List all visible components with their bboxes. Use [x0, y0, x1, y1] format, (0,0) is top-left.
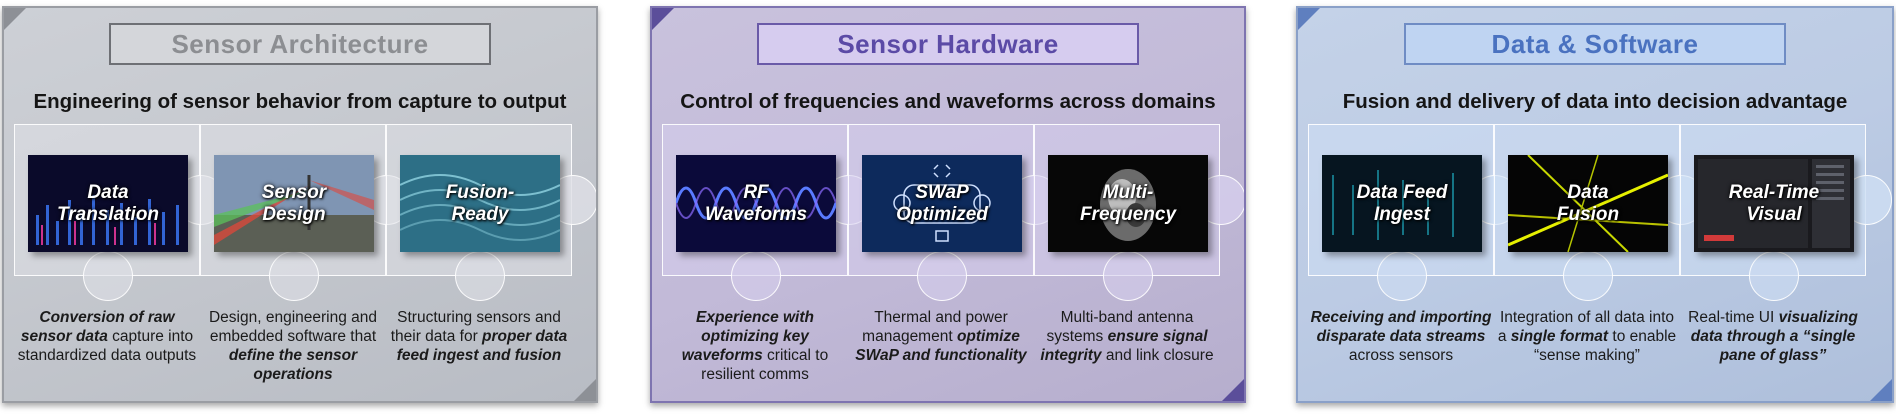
item-description: Thermal and power management optimize SW… — [848, 308, 1034, 365]
description-segment: Design, engineering and embedded softwar… — [208, 309, 378, 345]
corner-accent — [652, 8, 674, 30]
fusion-ready-image — [400, 155, 560, 252]
swap-optimized-image — [862, 155, 1022, 252]
rf-waveforms-image — [676, 155, 836, 252]
item-description: Receiving and importing disparate data s… — [1308, 308, 1494, 365]
puzzle-piece: SWaP Optimized — [848, 124, 1060, 301]
multi-frequency-image — [1048, 155, 1208, 252]
tile-label: RF Waveforms — [704, 181, 808, 225]
corner-accent — [1298, 8, 1320, 30]
puzzle-piece: RF Waveforms — [662, 124, 874, 301]
description-segment: Conversion of raw sensor data — [20, 309, 175, 345]
description-segment: across sensors — [1348, 347, 1454, 364]
tile-label: Data Fusion — [1556, 181, 1620, 225]
tile-label: Data Feed Ingest — [1356, 181, 1448, 225]
description-segment: single format — [1510, 328, 1609, 345]
description-segment: ensure signal integrity — [1040, 328, 1208, 364]
puzzle-row: RF Waveforms SWaP Optimized — [662, 124, 1244, 301]
panel-sensor-hardware: Sensor Hardware Control of frequencies a… — [650, 6, 1246, 403]
puzzle-piece: Fusion- Ready — [386, 124, 596, 301]
corner-accent — [574, 379, 596, 401]
panel-sensor-architecture: Sensor Architecture Engineering of senso… — [2, 6, 598, 403]
panel-title: Sensor Architecture — [109, 23, 491, 65]
panel-data-software: Data & Software Fusion and delivery of d… — [1296, 6, 1894, 403]
real-time-visual-image — [1694, 155, 1854, 252]
tile-label: SWaP Optimized — [896, 181, 988, 225]
corner-accent — [1222, 379, 1244, 401]
multi-frequency-tile: Multi- Frequency — [1048, 155, 1208, 252]
data-fusion-image — [1508, 155, 1668, 252]
tile-label: Data Translation — [56, 181, 160, 225]
description-segment: Real-time UI — [1688, 309, 1779, 326]
description-segment: Multi-band antenna systems — [1046, 309, 1194, 345]
swap-optimized-tile: SWaP Optimized — [862, 155, 1022, 252]
description-segment: Integration of all data into a — [1497, 309, 1675, 345]
tile-label: Sensor Design — [261, 181, 327, 225]
item-description: Multi-band antenna systems ensure signal… — [1034, 308, 1220, 365]
description-segment: to enable “sense making” — [1534, 328, 1677, 364]
panel-subtitle: Engineering of sensor behavior from capt… — [33, 90, 567, 113]
tile-label: Real-Time Visual — [1728, 181, 1820, 225]
tile-label: Fusion- Ready — [445, 181, 515, 225]
description-segment: proper data feed ingest and fusion — [396, 328, 568, 364]
description-segment: capture into standardized data outputs — [17, 328, 197, 364]
puzzle-row: Data Feed Ingest Data Fusion — [1308, 124, 1892, 301]
fusion-ready-tile: Fusion- Ready — [400, 155, 560, 252]
data-translation-tile: Data Translation — [28, 155, 188, 252]
puzzle-piece: Data Feed Ingest — [1308, 124, 1520, 301]
puzzle-piece: Real-Time Visual — [1680, 124, 1892, 301]
item-description: Integration of all data into a single fo… — [1494, 308, 1680, 365]
sensor-design-image — [214, 155, 374, 252]
puzzle-piece: Data Fusion — [1494, 124, 1706, 301]
data-feed-ingest-image — [1322, 155, 1482, 252]
description-segment: Thermal and power management — [862, 309, 1008, 345]
item-description: Conversion of raw sensor data capture in… — [14, 308, 200, 365]
tile-label: Multi- Frequency — [1079, 181, 1177, 225]
description-segment: Experience with optimizing key waveforms — [681, 309, 814, 364]
data-fusion-tile: Data Fusion — [1508, 155, 1668, 252]
description-segment: and link closure — [1101, 347, 1214, 364]
panel-title: Sensor Hardware — [757, 23, 1139, 65]
description-segment: optimize SWaP and functionality — [855, 328, 1027, 364]
panel-subtitle: Fusion and delivery of data into decisio… — [1342, 90, 1848, 113]
panel-title: Data & Software — [1404, 23, 1786, 65]
item-description: Design, engineering and embedded softwar… — [200, 308, 386, 384]
description-segment: visualizing data through a “single pane … — [1690, 309, 1858, 364]
item-description: Structuring sensors and their data for p… — [386, 308, 572, 365]
item-description: Real-time UI visualizing data through a … — [1680, 308, 1866, 365]
puzzle-row: Data Translation Sensor Design — [14, 124, 596, 301]
corner-accent — [1870, 379, 1892, 401]
sensor-design-tile: Sensor Design — [214, 155, 374, 252]
puzzle-piece: Data Translation — [14, 124, 226, 301]
description-segment: Receiving and importing disparate data s… — [1310, 309, 1492, 345]
item-description: Experience with optimizing key waveforms… — [662, 308, 848, 384]
corner-accent — [4, 8, 26, 30]
panel-subtitle: Control of frequencies and waveforms acr… — [680, 90, 1216, 113]
puzzle-piece: Sensor Design — [200, 124, 412, 301]
description-segment: define the sensor operations — [228, 347, 358, 383]
description-segment: Structuring sensors and their data for — [390, 309, 561, 345]
description-segment: critical to resilient comms — [701, 347, 829, 383]
data-translation-image — [28, 155, 188, 252]
data-feed-ingest-tile: Data Feed Ingest — [1322, 155, 1482, 252]
real-time-visual-tile: Real-Time Visual — [1694, 155, 1854, 252]
puzzle-piece: Multi- Frequency — [1034, 124, 1244, 301]
rf-waveforms-tile: RF Waveforms — [676, 155, 836, 252]
